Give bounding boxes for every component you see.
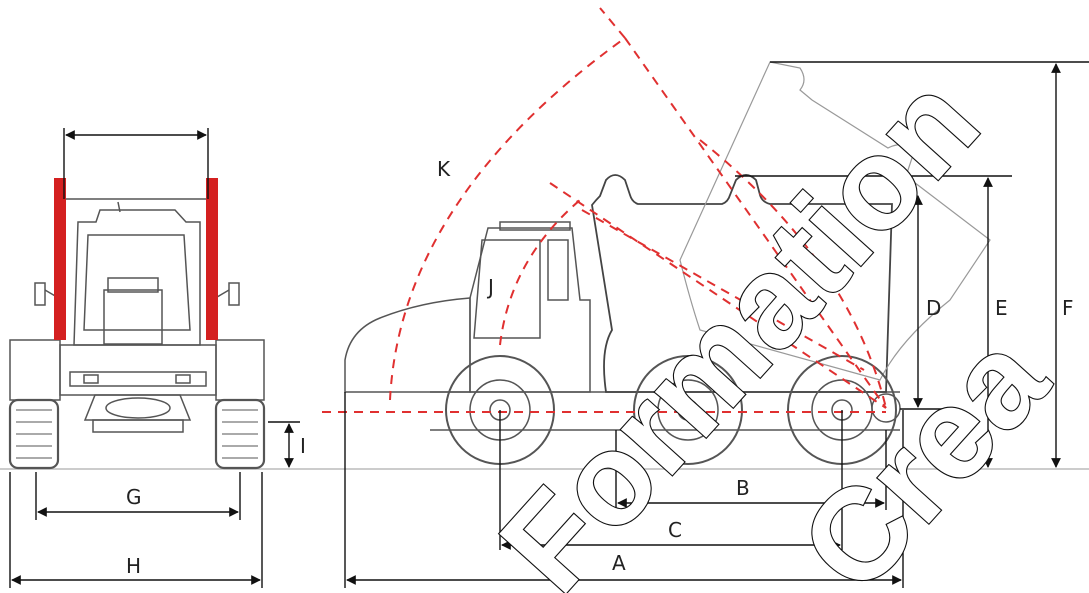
label-f: F bbox=[1062, 296, 1074, 320]
label-j: J bbox=[486, 275, 494, 299]
side-view-vehicle bbox=[344, 61, 991, 465]
side-dimension-lines bbox=[344, 61, 1089, 588]
dimension-labels: A B C D E F G H I J K bbox=[126, 157, 1074, 578]
label-i: I bbox=[300, 434, 306, 458]
turning-and-tipping-arcs bbox=[322, 7, 887, 413]
front-view-vehicle bbox=[8, 198, 266, 470]
front-dimension-lines bbox=[9, 128, 300, 588]
label-c: C bbox=[668, 518, 682, 542]
watermark: Formation Crea bbox=[471, 48, 1076, 593]
label-e: E bbox=[995, 296, 1008, 320]
label-b: B bbox=[736, 476, 750, 500]
label-k: K bbox=[437, 157, 451, 181]
front-lift-cylinders bbox=[54, 178, 218, 340]
label-d: D bbox=[926, 296, 941, 320]
label-g: G bbox=[126, 485, 142, 509]
label-a: A bbox=[612, 551, 626, 575]
label-h: H bbox=[126, 554, 141, 578]
